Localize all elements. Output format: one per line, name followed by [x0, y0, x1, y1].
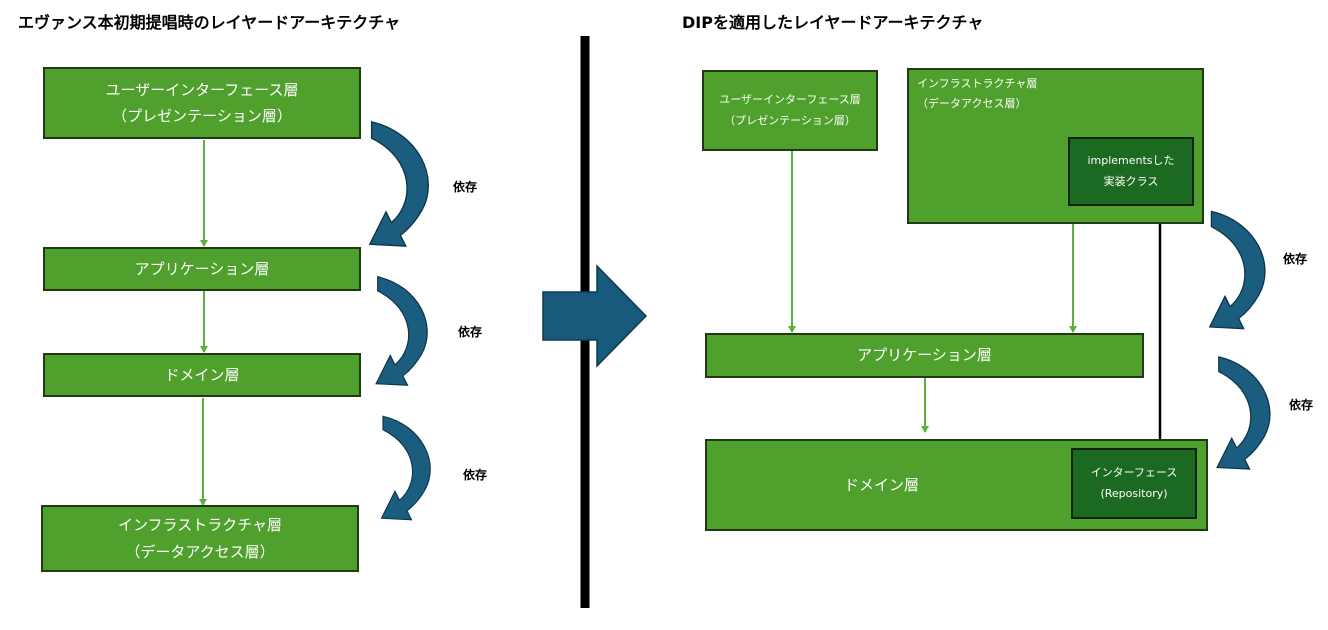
left-title: エヴァンス本初期提唱時のレイヤードアーキテクチャ	[18, 13, 401, 32]
right-ui-layer-label: ユーザーインターフェース層	[719, 92, 861, 106]
curved-down-arrow-icon	[375, 276, 428, 386]
dependency-label: 依存	[463, 468, 488, 482]
curved-down-arrow-icon	[1208, 210, 1266, 330]
dependency-label: 依存	[1283, 252, 1308, 266]
right-ui-layer-sublabel: （プレゼンテーション層）	[724, 113, 856, 127]
left-infra-layer: インフラストラクチャ層 （データアクセス層）	[41, 505, 359, 572]
repository-interface-box: インターフェース (Repository)	[1071, 448, 1197, 519]
left-ui-layer-sublabel: （プレゼンテーション層）	[112, 107, 292, 125]
curved-down-arrow-icon	[380, 415, 432, 521]
left-domain-layer-label: ドメイン層	[164, 365, 240, 384]
left-ui-layer: ユーザーインターフェース層 （プレゼンテーション層）	[43, 67, 361, 139]
repository-interface-sublabel: (Repository)	[1100, 486, 1168, 500]
right-infra-layer-label: インフラストラクチャ層	[917, 77, 1038, 90]
left-infra-layer-label: インフラストラクチャ層	[117, 516, 283, 535]
right-application-layer-label: アプリケーション層	[857, 346, 992, 365]
right-ui-layer: ユーザーインターフェース層 （プレゼンテーション層）	[702, 70, 878, 151]
right-domain-layer-label: ドメイン層	[843, 475, 919, 494]
right-block-arrow-icon	[542, 264, 648, 368]
left-application-layer: アプリケーション層	[43, 247, 361, 291]
dependency-label: 依存	[1289, 398, 1314, 412]
left-application-layer-label: アプリケーション層	[134, 259, 270, 278]
right-application-layer: アプリケーション層	[705, 333, 1144, 378]
curved-down-arrow-icon	[369, 121, 430, 247]
right-infra-layer-sublabel: （データアクセス層）	[917, 96, 1027, 110]
implementation-class-sublabel: 実装クラス	[1103, 174, 1159, 188]
implementation-class-label: implementsした	[1087, 153, 1175, 167]
dependency-label: 依存	[453, 180, 478, 194]
curved-down-arrow-icon	[1216, 356, 1271, 470]
implementation-class-box: implementsした 実装クラス	[1068, 137, 1194, 206]
repository-interface-label: インターフェース	[1090, 465, 1178, 479]
left-ui-layer-label: ユーザーインターフェース層	[105, 80, 299, 99]
left-infra-layer-sublabel: （データアクセス層）	[125, 542, 275, 561]
dependency-label: 依存	[458, 325, 483, 339]
right-title: DIPを適用したレイヤードアーキテクチャ	[682, 13, 984, 32]
left-domain-layer: ドメイン層	[43, 353, 361, 397]
